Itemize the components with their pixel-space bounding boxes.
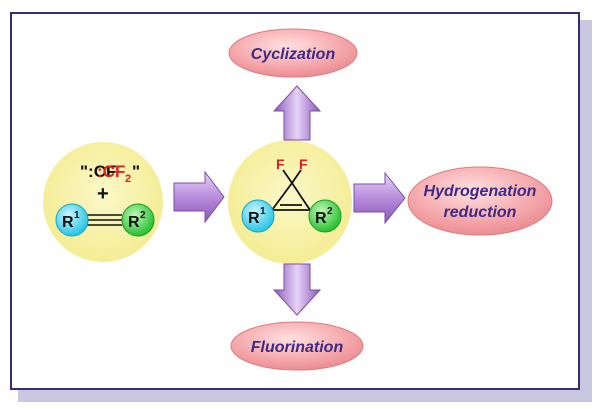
- carbene-subscript: 2: [125, 173, 131, 185]
- cyclopropene-ring: [271, 169, 311, 211]
- r1-label: R: [62, 214, 74, 231]
- difluorocyclopropene-circle: F F R 1 R 2: [228, 140, 352, 264]
- arrow-down-to-fluorination: [272, 263, 322, 316]
- product-r2-superscript: 2: [327, 206, 333, 217]
- outcome-fluorination: Fluorination: [230, 321, 364, 371]
- difluorocarbene-label: ":CF: [80, 162, 116, 181]
- plus-sign: +: [97, 183, 109, 205]
- carbene-quote-open: ":CF: [80, 162, 116, 181]
- product-r1-label: R: [248, 210, 260, 227]
- arrow-to-product: [173, 170, 225, 224]
- alkyne-triple-bond: [84, 214, 122, 226]
- arrow-up-to-cyclization: [272, 85, 322, 141]
- r1-substituent-ball: [55, 203, 89, 237]
- product-r1-ball: [241, 199, 275, 233]
- r2-label: R: [128, 214, 140, 231]
- cyclization-ellipse: [228, 28, 358, 78]
- fluorine-left: F: [276, 156, 285, 172]
- reagents-circle: ":CF :CF 2 " + R 1 R 2: [43, 142, 163, 262]
- r2-superscript: 2: [140, 210, 146, 221]
- carbene-quote-close: ": [132, 162, 140, 181]
- outcome-cyclization: Cyclization: [228, 28, 358, 78]
- r1-superscript: 1: [74, 210, 80, 221]
- fluorination-label: Fluorination: [251, 339, 344, 356]
- hydrogenation-label: Hydrogenation: [424, 183, 537, 200]
- carbene-cf: :CF: [97, 162, 125, 181]
- cyclization-label: Cyclization: [251, 46, 336, 63]
- hydrogenation-ellipse: [407, 166, 553, 236]
- arrow-right-to-hydrogenation: [353, 171, 406, 225]
- outcome-hydrogenation-reduction: Hydrogenation reduction: [407, 166, 553, 236]
- product-r2-ball: [308, 199, 342, 233]
- product-r2-label: R: [315, 210, 327, 227]
- fluorination-ellipse: [230, 321, 364, 371]
- r2-substituent-ball: [121, 203, 155, 237]
- product-circle-bg: [228, 140, 352, 264]
- product-r1-superscript: 1: [260, 206, 266, 217]
- fluorine-right: F: [299, 156, 308, 172]
- reduction-label: reduction: [444, 204, 517, 221]
